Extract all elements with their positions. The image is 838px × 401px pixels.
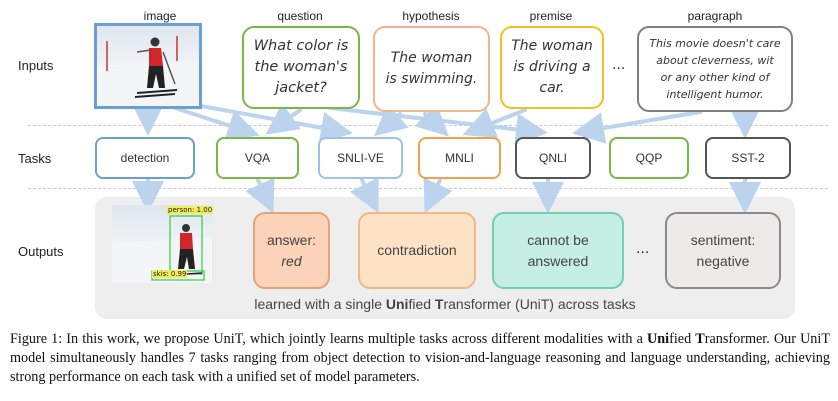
caption-uni: Uni: [647, 331, 670, 347]
output-qnli: cannot be answered: [492, 212, 624, 289]
caption-part-2: fied: [669, 331, 692, 347]
question-line-2: the woman's: [254, 59, 348, 75]
answer-value: red: [281, 252, 302, 269]
header-question: question: [277, 9, 323, 23]
input-paragraph: This movie doesn't care about cleverness…: [637, 26, 793, 112]
output-sentiment: sentiment: negative: [665, 212, 781, 289]
row-label-tasks: Tasks: [18, 151, 52, 166]
row-label-inputs: Inputs: [18, 58, 54, 73]
hypothesis-line-2: is swimming.: [385, 71, 478, 87]
hypothesis-line-1: The woman: [390, 50, 473, 66]
header-premise: premise: [529, 9, 573, 23]
header-hypothesis: hypothesis: [402, 9, 460, 23]
inputs-ellipsis: ...: [612, 56, 626, 73]
banner-prefix: learned with a single: [254, 296, 386, 312]
premise-line-2: is driving a: [513, 59, 591, 75]
banner-uni: Uni: [385, 296, 409, 312]
separator-tasks-outputs: [28, 188, 828, 189]
input-image: [94, 23, 202, 109]
row-label-outputs: Outputs: [18, 244, 64, 259]
outputs-ellipsis: ...: [636, 240, 650, 257]
question-line-1: What color is: [253, 38, 349, 54]
arrow-paragraph-qnli: [572, 110, 702, 144]
paragraph-line-2: about cleverness, wit: [656, 54, 774, 67]
input-hypothesis: The woman is swimming.: [373, 26, 490, 112]
arrow-hypothesis-snli: [373, 103, 409, 137]
task-vqa: VQA: [216, 137, 299, 179]
premise-line-3: car.: [539, 80, 565, 96]
caption-part-1: Figure 1: In this work, we propose UniT,…: [10, 331, 648, 347]
qnli-line-2: answered: [527, 252, 589, 269]
detection-label-person: person: 1.00: [167, 206, 214, 214]
arrow-premise-mnli: [462, 108, 527, 138]
task-qqp: QQP: [609, 137, 689, 179]
task-detection: detection: [95, 137, 195, 179]
unit-figure: Inputs Tasks Outputs: [18, 9, 828, 319]
input-question: What color is the woman's jacket?: [242, 26, 360, 109]
input-premise: The woman is driving a car.: [500, 26, 604, 109]
sentiment-line-1: sentiment:: [690, 231, 756, 248]
caption-part-3: ransformer. Our UniT model simultaneousl…: [10, 331, 831, 385]
header-image: image: [143, 9, 177, 23]
task-sst2: SST-2: [705, 137, 791, 179]
banner-fied: fied: [408, 296, 435, 312]
paragraph-line-3: or any other kind of: [660, 71, 770, 84]
task-snli-ve: SNLI-VE: [318, 137, 403, 179]
output-answer: answer: red: [253, 212, 330, 289]
banner-t: T: [434, 296, 444, 312]
answer-label: answer:: [266, 231, 317, 248]
caption-t: T: [695, 331, 705, 347]
question-line-3: jacket?: [275, 80, 327, 96]
arrow-image-vqa: [173, 106, 260, 141]
paragraph-line-4: intelligent humor.: [666, 88, 764, 101]
task-qnli: QNLI: [515, 137, 591, 179]
arrow-hypothesis-mnli: [414, 102, 449, 137]
output-contradiction: contradiction: [358, 212, 476, 289]
sentiment-line-2: negative: [696, 252, 750, 269]
arrow-question-vqa: [265, 103, 302, 135]
header-paragraph: paragraph: [687, 9, 743, 23]
qnli-line-1: cannot be: [527, 231, 589, 248]
premise-line-1: The woman: [511, 38, 593, 54]
banner-suffix: ransformer (UniT) across tasks: [443, 296, 636, 312]
separator-inputs-tasks: [28, 125, 828, 126]
paragraph-line-1: This movie doesn't care: [649, 37, 781, 50]
task-mnli: MNLI: [418, 137, 501, 179]
shared-model-banner: learned with a single Unified Transforme…: [95, 296, 795, 312]
figure-caption: Figure 1: In this work, we propose UniT,…: [10, 330, 830, 387]
detection-label-skis: skis: 0.99: [152, 270, 188, 278]
